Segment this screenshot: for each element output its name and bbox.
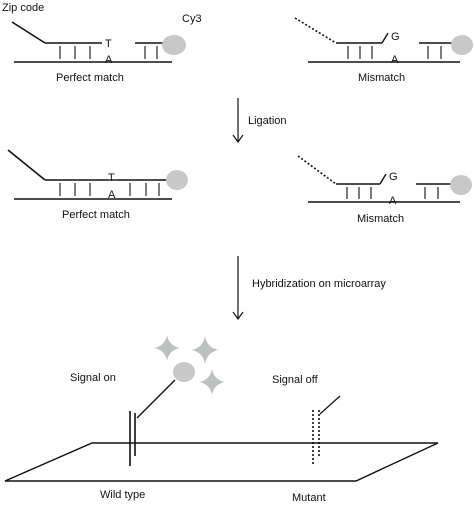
- pointer-line: [319, 395, 341, 415]
- mismatch-bottom-base: A: [389, 195, 397, 207]
- match-bottom-base: A: [105, 54, 113, 66]
- down-arrow-icon: [232, 134, 244, 144]
- mutant-spot: Signal off: [272, 374, 341, 466]
- match-bottom-base: A: [108, 189, 116, 201]
- mutant-label: Mutant: [292, 492, 326, 504]
- mismatch-kink: [379, 173, 387, 185]
- perfect-match-probe-ligated: T A Perfect match: [7, 149, 188, 221]
- zip-code-tail: [11, 21, 46, 44]
- cy3-dye: [166, 170, 188, 190]
- down-arrow-icon: [232, 311, 244, 321]
- signal-off-label: Signal off: [272, 374, 319, 386]
- mismatch-label: Mismatch: [358, 72, 405, 84]
- match-top-base: T: [108, 172, 115, 184]
- cy3-dye: [162, 35, 186, 55]
- hybridization-step: Hybridization on microarray: [232, 256, 386, 321]
- zip-code-label: Zip code: [2, 2, 44, 14]
- mismatch-probe-before: G A Mismatch: [294, 17, 473, 84]
- mismatch-probe-unligated: G A Mismatch: [297, 155, 472, 225]
- perfect-match-probe-before: Zip code T A Cy3 Perfect match: [2, 2, 202, 84]
- mismatch-label: Mismatch: [357, 213, 404, 225]
- ligation-label: Ligation: [248, 115, 287, 127]
- zip-code-tail-dotted: [297, 155, 337, 185]
- microarray-slide: [4, 442, 439, 482]
- zip-code-tail-dotted: [294, 17, 337, 44]
- fluorescence-sparkles: [154, 335, 225, 395]
- cy3-dye: [173, 362, 195, 382]
- sparkle-icon: [191, 336, 219, 364]
- ligation-step: Ligation: [232, 98, 287, 144]
- hybridization-label: Hybridization on microarray: [252, 278, 386, 290]
- mismatch-top-base: G: [389, 171, 398, 183]
- mismatch-top-base: G: [391, 31, 400, 43]
- perfect-match-label: Perfect match: [56, 72, 124, 84]
- mismatch-kink: [381, 32, 389, 44]
- wild-type-spot: Signal on: [70, 362, 195, 466]
- sparkle-icon: [154, 335, 180, 361]
- wild-type-label: Wild type: [100, 489, 145, 501]
- zip-code-tail: [7, 149, 46, 181]
- cy3-label: Cy3: [182, 13, 202, 25]
- match-top-base: T: [105, 38, 112, 50]
- hybridized-probe: [136, 379, 176, 419]
- cy3-dye: [450, 175, 472, 195]
- sparkle-icon: [199, 369, 225, 395]
- signal-on-label: Signal on: [70, 372, 116, 384]
- cy3-dye: [451, 35, 473, 55]
- mismatch-bottom-base: A: [391, 54, 399, 66]
- perfect-match-label: Perfect match: [62, 209, 130, 221]
